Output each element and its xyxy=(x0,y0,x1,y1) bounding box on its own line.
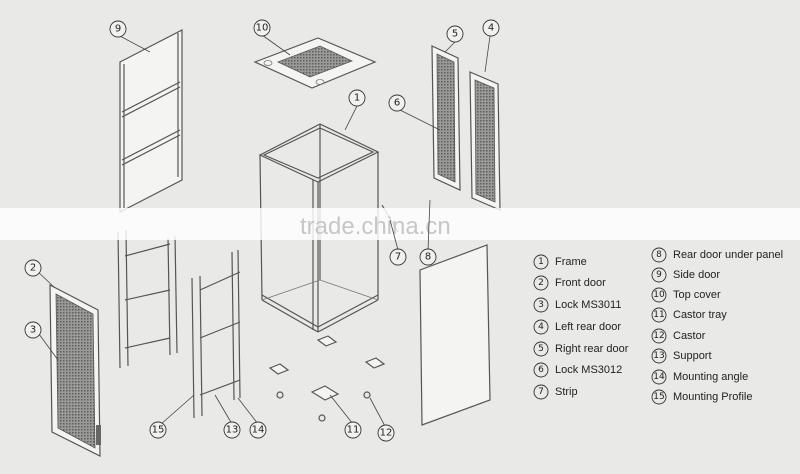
legend-item-8: 8 Rear door under panel xyxy=(651,247,783,263)
svg-text:Top cover: Top cover xyxy=(673,289,721,301)
svg-text:8: 8 xyxy=(425,252,431,263)
svg-text:9: 9 xyxy=(115,24,121,35)
svg-text:11: 11 xyxy=(347,425,360,436)
svg-text:5: 5 xyxy=(452,29,458,40)
svg-text:1: 1 xyxy=(354,93,360,104)
svg-text:7: 7 xyxy=(538,387,544,397)
svg-text:4: 4 xyxy=(538,322,544,332)
svg-text:5: 5 xyxy=(538,344,544,354)
left-rear-door-part xyxy=(469,71,501,211)
svg-text:2: 2 xyxy=(538,278,544,288)
watermark-text: trade.china.cn xyxy=(300,213,451,240)
legend-item-11: 11 Castor tray xyxy=(651,307,727,323)
svg-text:6: 6 xyxy=(538,365,544,375)
callout-10: 10 xyxy=(253,19,271,37)
callout-leaders xyxy=(35,34,491,429)
callout-8: 8 xyxy=(419,248,437,266)
legend-item-14: 14 Mounting angle xyxy=(651,369,748,385)
legend-item-9: 9 Side door xyxy=(651,267,720,283)
svg-text:12: 12 xyxy=(653,331,664,341)
top-cover-part xyxy=(253,37,377,89)
svg-text:13: 13 xyxy=(653,351,664,361)
svg-text:3: 3 xyxy=(538,300,544,310)
svg-text:4: 4 xyxy=(488,23,494,34)
svg-text:Front door: Front door xyxy=(555,277,606,289)
svg-text:Rear door under panel: Rear door under panel xyxy=(673,249,783,261)
castor-part xyxy=(276,391,371,422)
svg-text:Frame: Frame xyxy=(555,256,587,268)
svg-text:Side door: Side door xyxy=(673,269,720,281)
callout-1: 1 xyxy=(348,89,366,107)
callout-5: 5 xyxy=(446,25,464,43)
callout-4: 4 xyxy=(482,19,500,37)
svg-text:7: 7 xyxy=(395,252,401,263)
callout-3: 3 xyxy=(24,321,42,339)
svg-text:13: 13 xyxy=(226,425,239,436)
svg-text:Lock MS3012: Lock MS3012 xyxy=(555,364,622,376)
castor-tray-part xyxy=(268,335,386,401)
svg-text:10: 10 xyxy=(256,23,269,34)
callout-2: 2 xyxy=(24,259,42,277)
callout-6: 6 xyxy=(388,94,406,112)
support-part xyxy=(191,249,241,419)
legend: 1 Frame 2 Front door 3 Lock MS3011 4 Left re… xyxy=(533,247,783,405)
legend-item-6: 6 Lock MS3012 xyxy=(533,362,622,378)
legend-item-3: 3 Lock MS3011 xyxy=(533,297,621,313)
legend-item-7: 7 Strip xyxy=(533,384,578,400)
legend-item-1: 1 Frame xyxy=(533,254,587,270)
legend-item-13: 13 Support xyxy=(651,348,712,364)
callout-7: 7 xyxy=(389,248,407,266)
callout-13: 13 xyxy=(223,421,241,439)
svg-text:15: 15 xyxy=(653,392,664,402)
svg-text:Castor: Castor xyxy=(673,330,706,342)
svg-text:Support: Support xyxy=(673,350,712,362)
svg-text:Lock MS3011: Lock MS3011 xyxy=(555,299,621,311)
svg-text:6: 6 xyxy=(394,98,400,109)
legend-item-2: 2 Front door xyxy=(533,275,606,291)
legend-item-15: 15 Mounting Profile xyxy=(651,389,753,405)
svg-text:Right rear door: Right rear door xyxy=(555,343,629,355)
svg-text:10: 10 xyxy=(653,290,665,300)
rear-door-under-panel-part xyxy=(419,244,491,426)
svg-text:Strip: Strip xyxy=(555,386,578,398)
svg-text:Mounting Profile: Mounting Profile xyxy=(673,391,753,403)
frame-part xyxy=(258,123,380,333)
mounting-profile-part xyxy=(117,229,178,369)
svg-text:15: 15 xyxy=(152,425,165,436)
svg-text:8: 8 xyxy=(656,250,662,260)
right-rear-door-part xyxy=(431,45,461,191)
legend-item-12: 12 Castor xyxy=(651,328,706,344)
svg-text:3: 3 xyxy=(30,325,36,336)
legend-item-5: 5 Right rear door xyxy=(533,341,629,357)
front-door-part xyxy=(49,284,101,457)
side-door-part xyxy=(119,29,183,213)
callout-9: 9 xyxy=(109,20,127,38)
svg-text:1: 1 xyxy=(538,257,544,267)
svg-text:11: 11 xyxy=(653,310,664,320)
legend-item-10: 10 Top cover xyxy=(651,287,721,303)
svg-text:Mounting angle: Mounting angle xyxy=(673,371,748,383)
callout-15: 15 xyxy=(149,421,167,439)
callout-14: 14 xyxy=(249,421,267,439)
svg-text:2: 2 xyxy=(30,263,36,274)
svg-text:14: 14 xyxy=(252,425,265,436)
svg-text:12: 12 xyxy=(380,428,393,439)
callout-11: 11 xyxy=(344,421,362,439)
svg-text:Castor tray: Castor tray xyxy=(673,309,727,321)
svg-text:Left rear door: Left rear door xyxy=(555,321,621,333)
legend-item-4: 4 Left rear door xyxy=(533,319,621,335)
watermark-band xyxy=(0,208,800,240)
callout-12: 12 xyxy=(377,424,395,442)
svg-text:9: 9 xyxy=(656,270,662,280)
svg-text:14: 14 xyxy=(653,372,665,382)
